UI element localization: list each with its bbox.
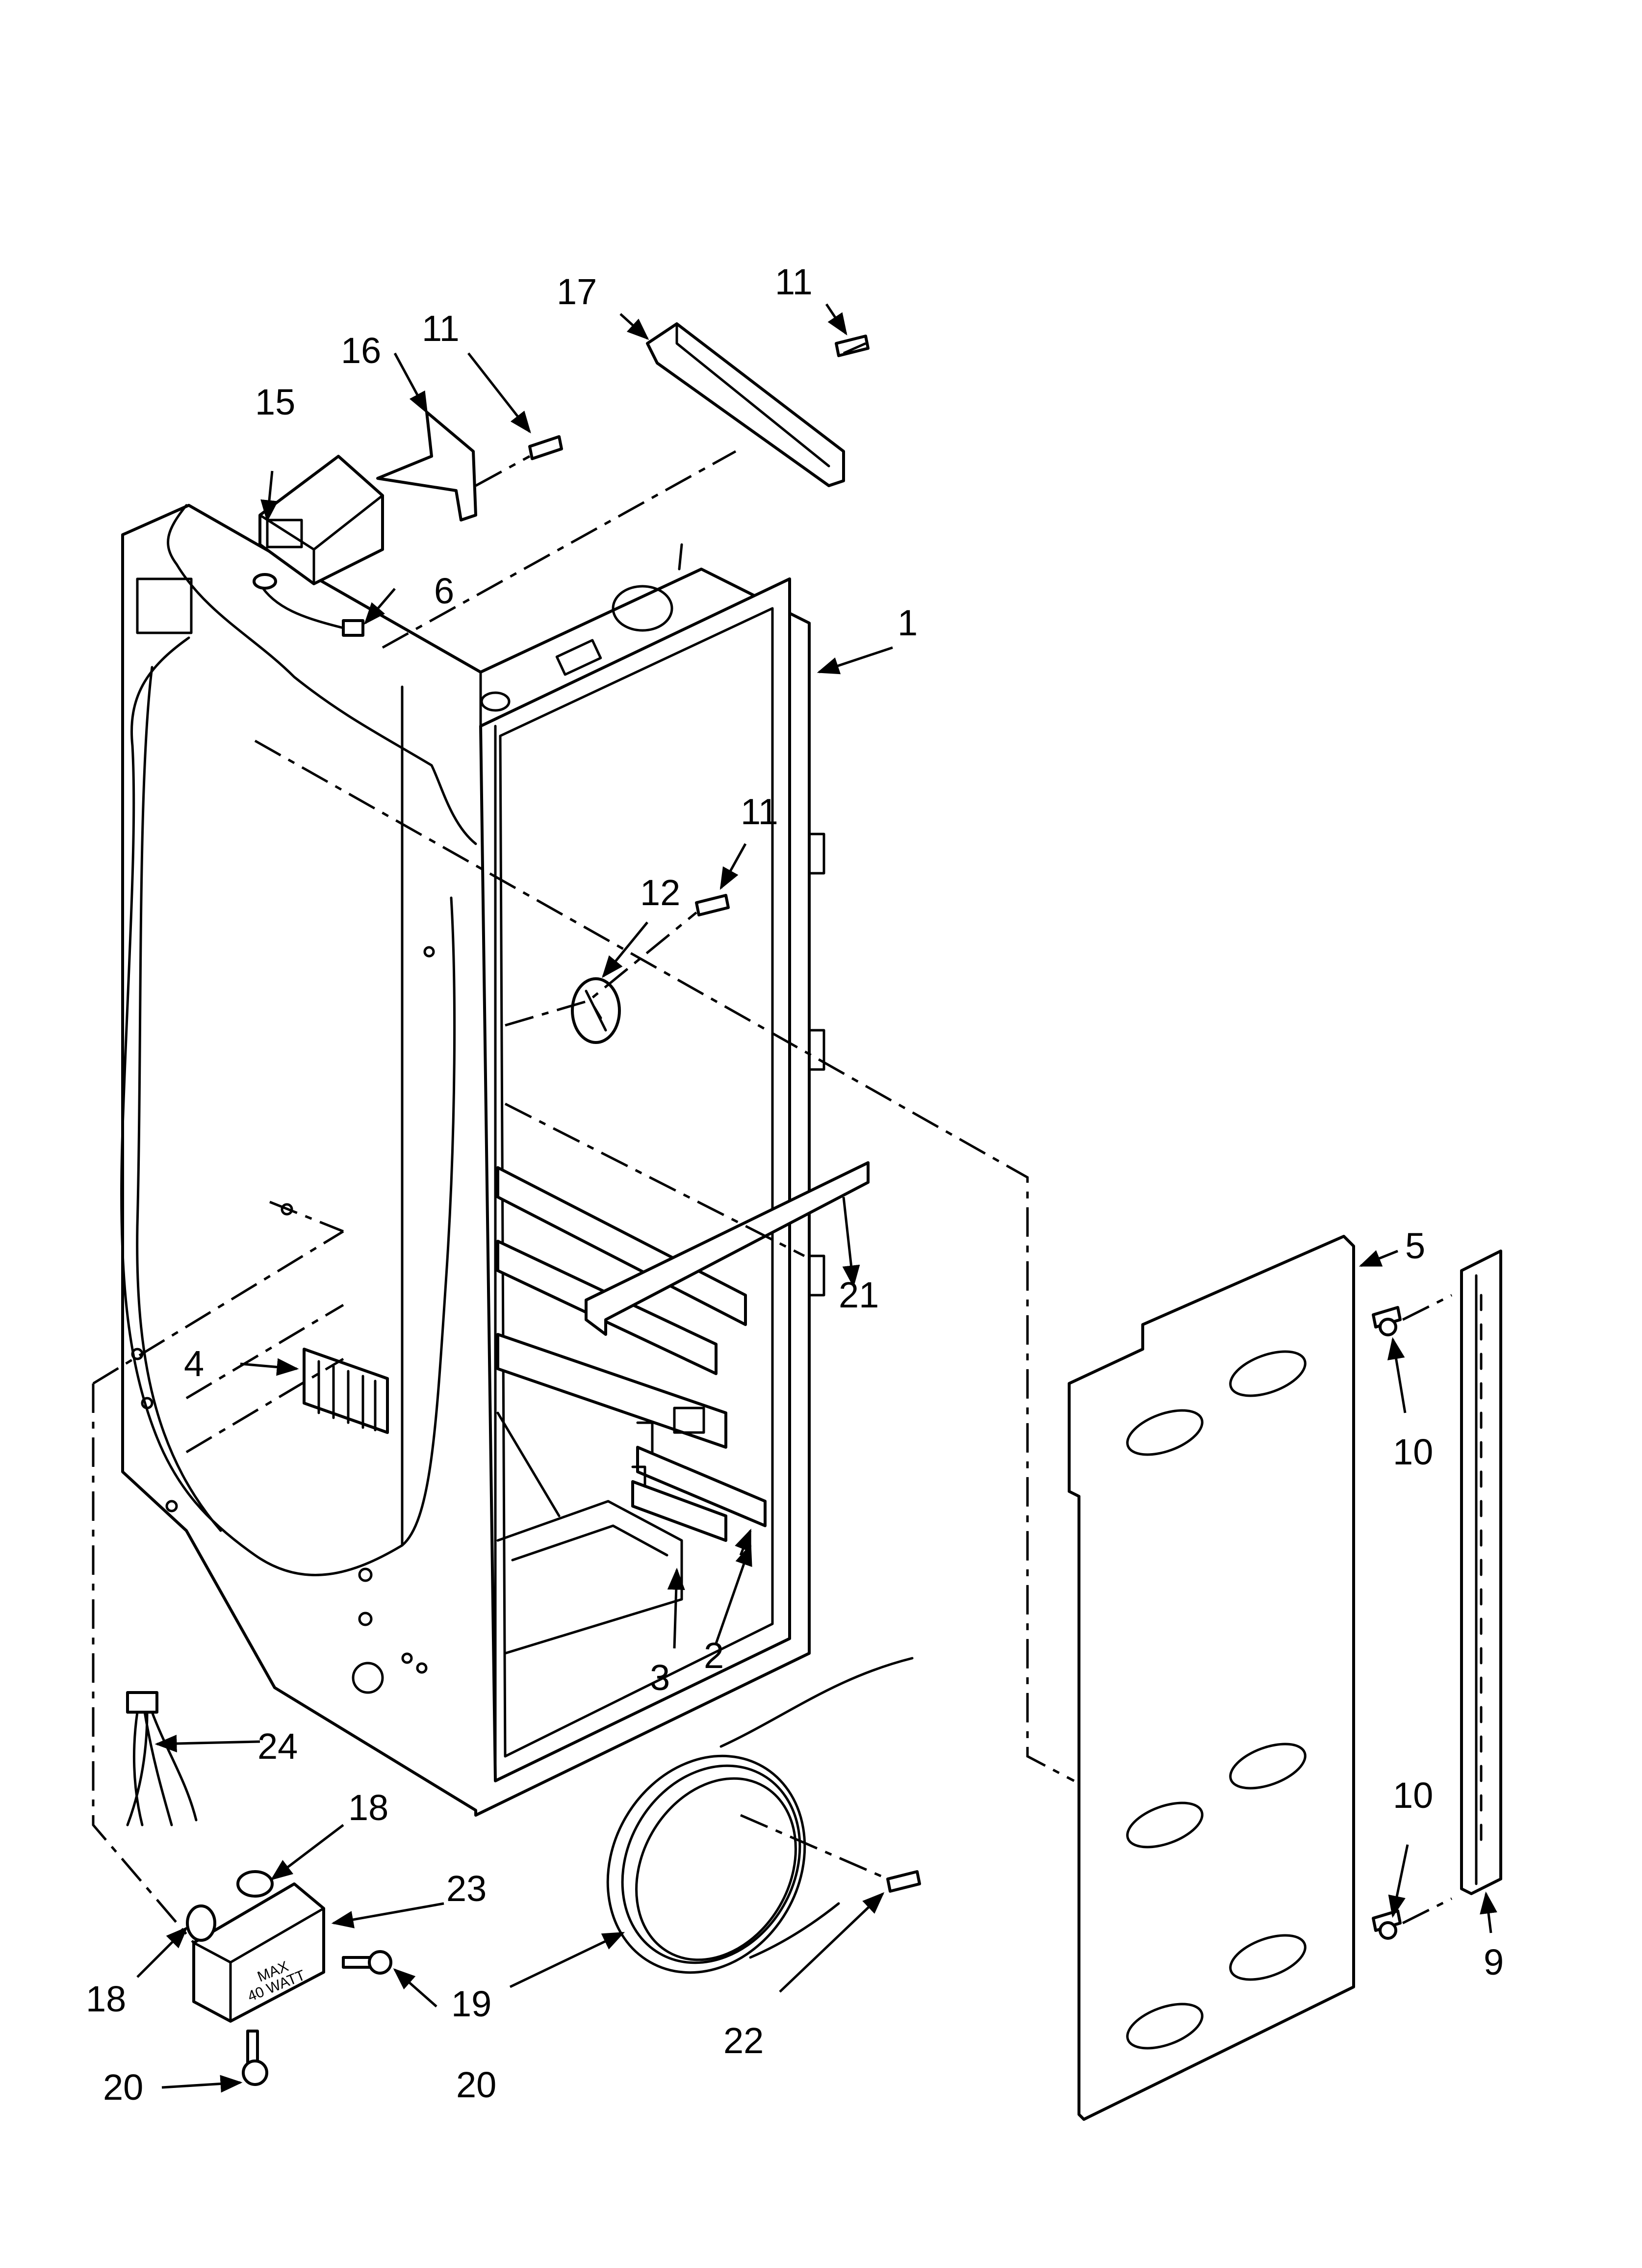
callout-20-lower: 20 [103, 2067, 143, 2108]
trough-part-2 [636, 1407, 767, 1527]
bracket-part-3 [631, 1465, 727, 1542]
callout-21: 21 [839, 1275, 879, 1315]
screw-part-22 [886, 1870, 921, 1893]
clip-part-18-left [186, 1904, 216, 1942]
callout-22: 22 [723, 2020, 764, 2061]
leader-arrows [136, 303, 1497, 2093]
callout-5: 5 [1405, 1225, 1425, 1266]
callout-11-bracket: 11 [422, 308, 460, 349]
cabinet-liner-part-1 [120, 504, 825, 1817]
callout-19: 19 [451, 1983, 491, 2024]
callout-23: 23 [446, 1868, 487, 1909]
screw-part-11-bracket [528, 435, 563, 460]
plug-part-20-right [342, 1950, 392, 1975]
lamp-socket-part-23: MAX 40 WATT [192, 1882, 325, 2023]
callout-1: 1 [898, 602, 918, 643]
callout-18-left: 18 [86, 1979, 126, 2019]
sensor-wire-part-6 [253, 573, 364, 637]
screw-part-11-top [835, 335, 870, 357]
callout-2: 2 [704, 1635, 724, 1676]
screw-part-11-mid [695, 894, 730, 916]
callout-6: 6 [434, 571, 454, 611]
callout-11-top: 11 [775, 261, 813, 302]
vent-grille-part-4 [303, 1348, 389, 1434]
panel-bumps [1126, 1350, 1307, 2050]
callout-24: 24 [257, 1726, 298, 1767]
assembly-lines [92, 342, 1453, 1944]
callout-10-lower: 10 [1393, 1775, 1433, 1816]
shelf-support-part-21 [585, 1161, 870, 1336]
callout-3: 3 [650, 1657, 670, 1698]
callout-17: 17 [557, 271, 597, 312]
callout-10-upper: 10 [1393, 1432, 1433, 1472]
panel-part-5 [1068, 1235, 1355, 2121]
plug-part-20-lower [242, 2030, 268, 2086]
callout-18-right: 18 [348, 1787, 388, 1828]
callout-labels: 1 2 3 4 5 6 9 10 10 11 11 11 12 15 16 17… [86, 261, 1504, 2108]
screw-part-10-lower [1372, 1909, 1402, 1940]
callout-16: 16 [341, 330, 381, 371]
clip-part-18-right [236, 1870, 274, 1898]
callout-11-mid: 11 [741, 791, 778, 832]
shelf-standard-part-9 [1460, 1250, 1502, 1895]
callout-4: 4 [184, 1343, 204, 1384]
control-housing-part-15 [258, 455, 384, 585]
tubing-coil-part-19 [606, 1657, 914, 1974]
cabinet-side-holes [131, 946, 435, 1694]
screw-part-10-upper [1372, 1306, 1402, 1336]
knob-part-12 [571, 977, 621, 1044]
callout-20-right: 20 [456, 2064, 496, 2105]
callout-9: 9 [1484, 1942, 1504, 1982]
bracket-part-16 [376, 411, 477, 521]
callout-15: 15 [255, 382, 295, 422]
callout-12: 12 [640, 872, 680, 913]
rail-part-17 [646, 322, 845, 487]
wire-harness-part-24 [126, 1691, 198, 1826]
